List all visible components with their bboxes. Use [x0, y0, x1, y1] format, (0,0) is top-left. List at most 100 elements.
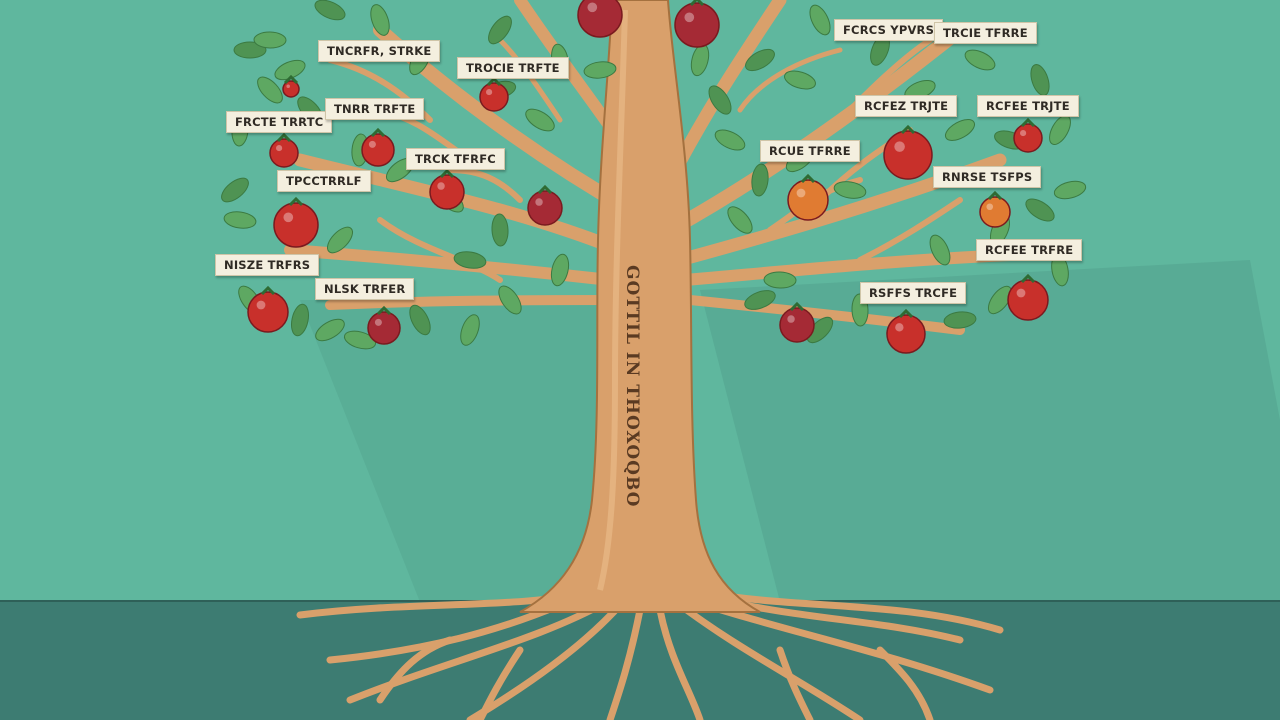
label-l7: NISZE TRFRS	[215, 254, 320, 276]
root	[376, 636, 454, 704]
root	[326, 601, 564, 664]
fruit-highlight	[895, 323, 904, 332]
fruit-stem	[689, 0, 705, 7]
label-l3: FRCTE TRRTC	[226, 111, 333, 133]
branch	[857, 197, 963, 263]
leaf	[943, 311, 977, 329]
fruit	[269, 138, 299, 168]
leaf	[944, 119, 976, 141]
fruit	[979, 196, 1011, 228]
branch	[837, 37, 933, 123]
label-l16: RSFFS TRCFE	[860, 282, 967, 304]
leaf	[409, 304, 431, 336]
branch	[447, 167, 523, 203]
root	[606, 606, 644, 720]
root	[876, 646, 934, 720]
fruit	[779, 307, 815, 343]
label-l14: RNRSE TSFPS	[933, 166, 1042, 188]
root	[676, 601, 864, 720]
leaf	[929, 234, 951, 266]
leaf	[370, 4, 390, 36]
branch	[377, 217, 503, 283]
fruit-highlight	[1020, 130, 1027, 137]
leaf	[257, 76, 283, 104]
fruit	[1013, 123, 1043, 153]
leaf	[498, 285, 522, 315]
leaf	[453, 251, 487, 269]
fruit-stem	[370, 127, 386, 138]
fruit-highlight	[256, 300, 266, 310]
fruit-stem	[789, 301, 805, 312]
label-l12: RCFEE TRJTE	[977, 95, 1079, 117]
fruit-stem	[276, 132, 292, 143]
label-l2: TROCIE TRFTE	[457, 57, 569, 79]
fruit-stem	[439, 168, 455, 179]
fruit	[367, 311, 401, 345]
branch	[679, 249, 1016, 286]
leaf	[460, 314, 480, 346]
fruit-stem	[987, 190, 1003, 201]
fruit-highlight	[894, 141, 905, 152]
trunk-highlight	[597, 9, 628, 591]
fruit-highlight	[486, 89, 493, 96]
fruit-highlight	[796, 188, 806, 198]
leaf	[784, 70, 816, 90]
fruit	[273, 202, 319, 248]
fruit	[527, 190, 563, 226]
fruit-stem	[376, 305, 392, 316]
branch	[737, 47, 843, 113]
leaf	[809, 4, 831, 36]
leaves	[221, 0, 1087, 353]
fruit-highlight	[684, 12, 695, 23]
fruit-highlight	[437, 182, 445, 190]
fruit-highlight	[1016, 288, 1026, 298]
fruit-highlight	[787, 315, 795, 323]
fruit	[577, 0, 623, 38]
leaf	[326, 226, 354, 254]
label-l1: TNCRFR, STRKE	[318, 40, 441, 62]
leaf	[314, 0, 346, 21]
leaf	[745, 48, 775, 72]
fruit-stem	[260, 285, 276, 296]
fruit	[479, 82, 509, 112]
fruit	[282, 80, 300, 98]
fruit-highlight	[368, 140, 376, 148]
roots	[296, 586, 1004, 720]
fruit-stem	[288, 196, 304, 207]
fruit	[429, 174, 465, 210]
leaf	[253, 31, 287, 49]
leaf	[290, 303, 310, 337]
fruit-highlight	[283, 212, 294, 223]
fruits	[247, 0, 1049, 354]
fruit-stem	[1020, 117, 1036, 128]
leaf	[550, 253, 570, 287]
tree-trunk	[519, 0, 761, 613]
leaf	[223, 211, 257, 229]
leaf	[708, 85, 732, 115]
leaf	[987, 285, 1013, 315]
leaf	[714, 129, 746, 151]
trunk-label: GOTTIL IN THOXOQBO	[622, 265, 642, 508]
label-l11: RCFEZ TRJTE	[855, 95, 958, 117]
label-l6: TPCCTRRLF	[277, 170, 371, 192]
leaf	[751, 163, 769, 197]
leaf	[833, 181, 867, 199]
fruit-highlight	[276, 145, 283, 152]
fruit-stem	[900, 124, 916, 135]
fruit-stem	[537, 184, 553, 195]
fruit-highlight	[587, 2, 598, 13]
leaf	[343, 330, 377, 350]
label-l10: TRCIE TFRRE	[934, 22, 1037, 44]
leaf	[221, 177, 249, 203]
leaf	[583, 61, 617, 79]
fruit	[883, 130, 933, 180]
fruit-stem	[800, 173, 816, 184]
fruit-highlight	[535, 198, 543, 206]
label-l5: TRCK TFRFC	[406, 148, 505, 170]
branch	[685, 295, 965, 335]
fruit-highlight	[286, 84, 290, 88]
fruit-highlight	[374, 318, 382, 326]
fruit-stem	[486, 76, 502, 87]
fruit	[1007, 279, 1049, 321]
fruit	[247, 291, 289, 333]
